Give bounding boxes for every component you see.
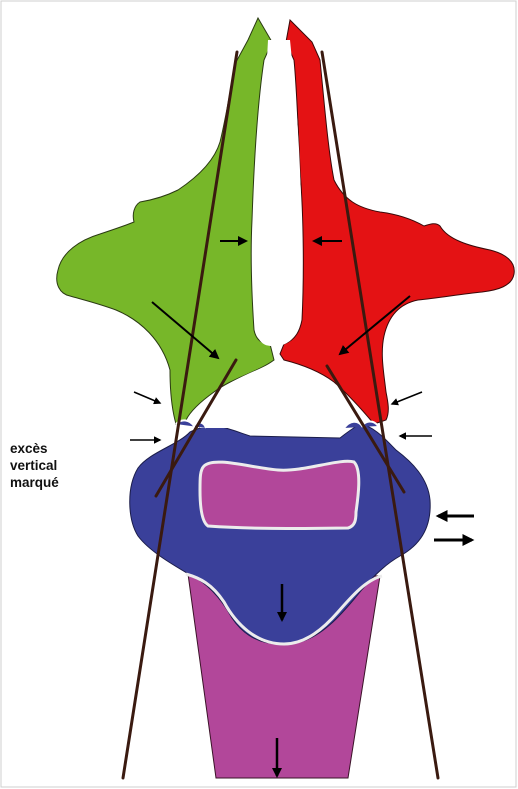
- left-skull: [57, 18, 274, 424]
- inner-block: [200, 461, 359, 528]
- right-skull: [280, 20, 514, 424]
- caption-line-2: vertical: [10, 457, 59, 474]
- arrow-right-upper: [392, 392, 422, 404]
- caption-line-3: marqué: [10, 474, 59, 491]
- caption-line-1: excès: [10, 440, 59, 457]
- arrow-left-upper: [134, 392, 160, 403]
- central-slit: [255, 40, 302, 346]
- caption-label: excès vertical marqué: [10, 440, 59, 491]
